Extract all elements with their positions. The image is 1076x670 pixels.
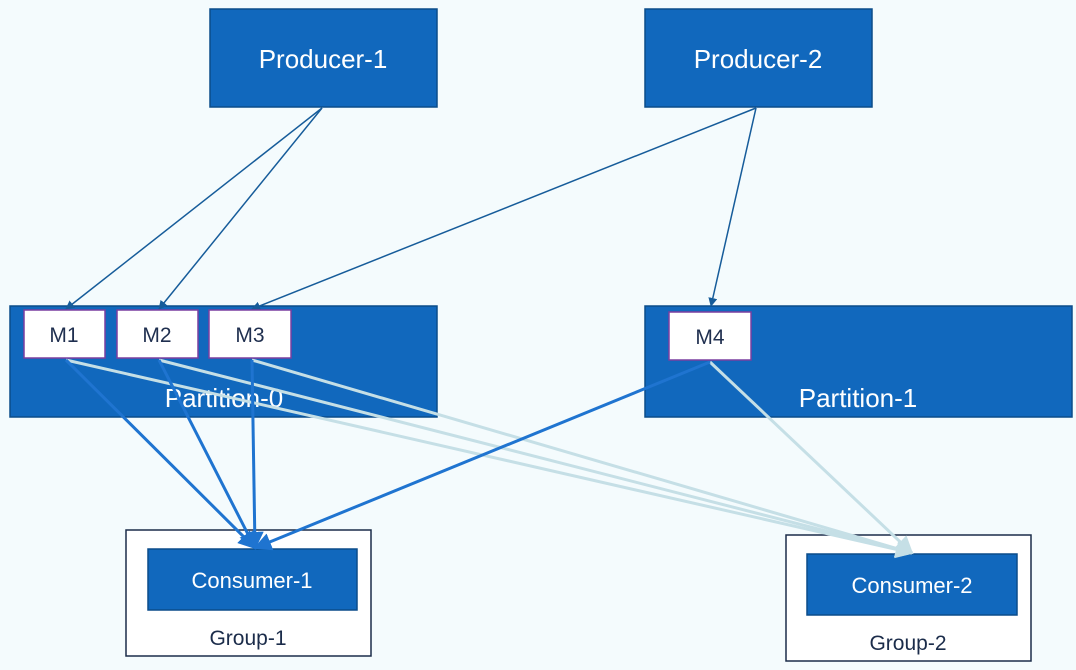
arrow-m3-to-consumer-2: [251, 358, 914, 558]
producer-2-box: [644, 8, 873, 108]
consumer-2-box: [806, 553, 1018, 616]
message-m2-box: [116, 309, 199, 359]
consumer-1-box: [147, 548, 358, 611]
group-2-arrows: [65, 358, 914, 559]
consumer-2-label: Consumer-2: [851, 573, 972, 598]
arrow-m2-to-consumer-2: [158, 358, 914, 558]
arrow-m3-to-consumer-1: [245, 359, 264, 550]
producer-1-label: Producer-1: [259, 44, 388, 74]
arrow-producer-2-to-m4: [708, 107, 757, 307]
producer-arrows: [65, 107, 757, 311]
message-m3-label: M3: [235, 324, 264, 347]
group-2-label: Group-2: [869, 632, 946, 655]
group-1-arrows: [64, 358, 711, 551]
message-m2-label: M2: [142, 324, 171, 347]
message-m4-label: M4: [695, 326, 724, 349]
producer-2-label: Producer-2: [694, 44, 823, 74]
group-1-label: Group-1: [209, 627, 286, 650]
message-m1-box: [23, 309, 106, 359]
arrow-m4-to-consumer-2: [708, 360, 914, 555]
message-m3-box: [208, 309, 292, 359]
partition-1-label: Partition-1: [799, 383, 918, 413]
producer-1-box: [209, 8, 438, 108]
arrow-producer-1-to-m1: [65, 107, 323, 310]
arrow-m1-to-consumer-1: [64, 358, 257, 550]
arrow-m4-to-consumer-1: [253, 360, 711, 551]
arrow-producer-2-to-m3: [251, 107, 757, 311]
arrow-m2-to-consumer-1: [157, 359, 257, 550]
consumer-1-label: Consumer-1: [191, 568, 312, 593]
message-m4-box: [668, 311, 752, 361]
arrow-m1-to-consumer-2: [65, 358, 914, 559]
message-m1-label: M1: [49, 324, 78, 347]
arrow-producer-1-to-m2: [158, 107, 323, 310]
